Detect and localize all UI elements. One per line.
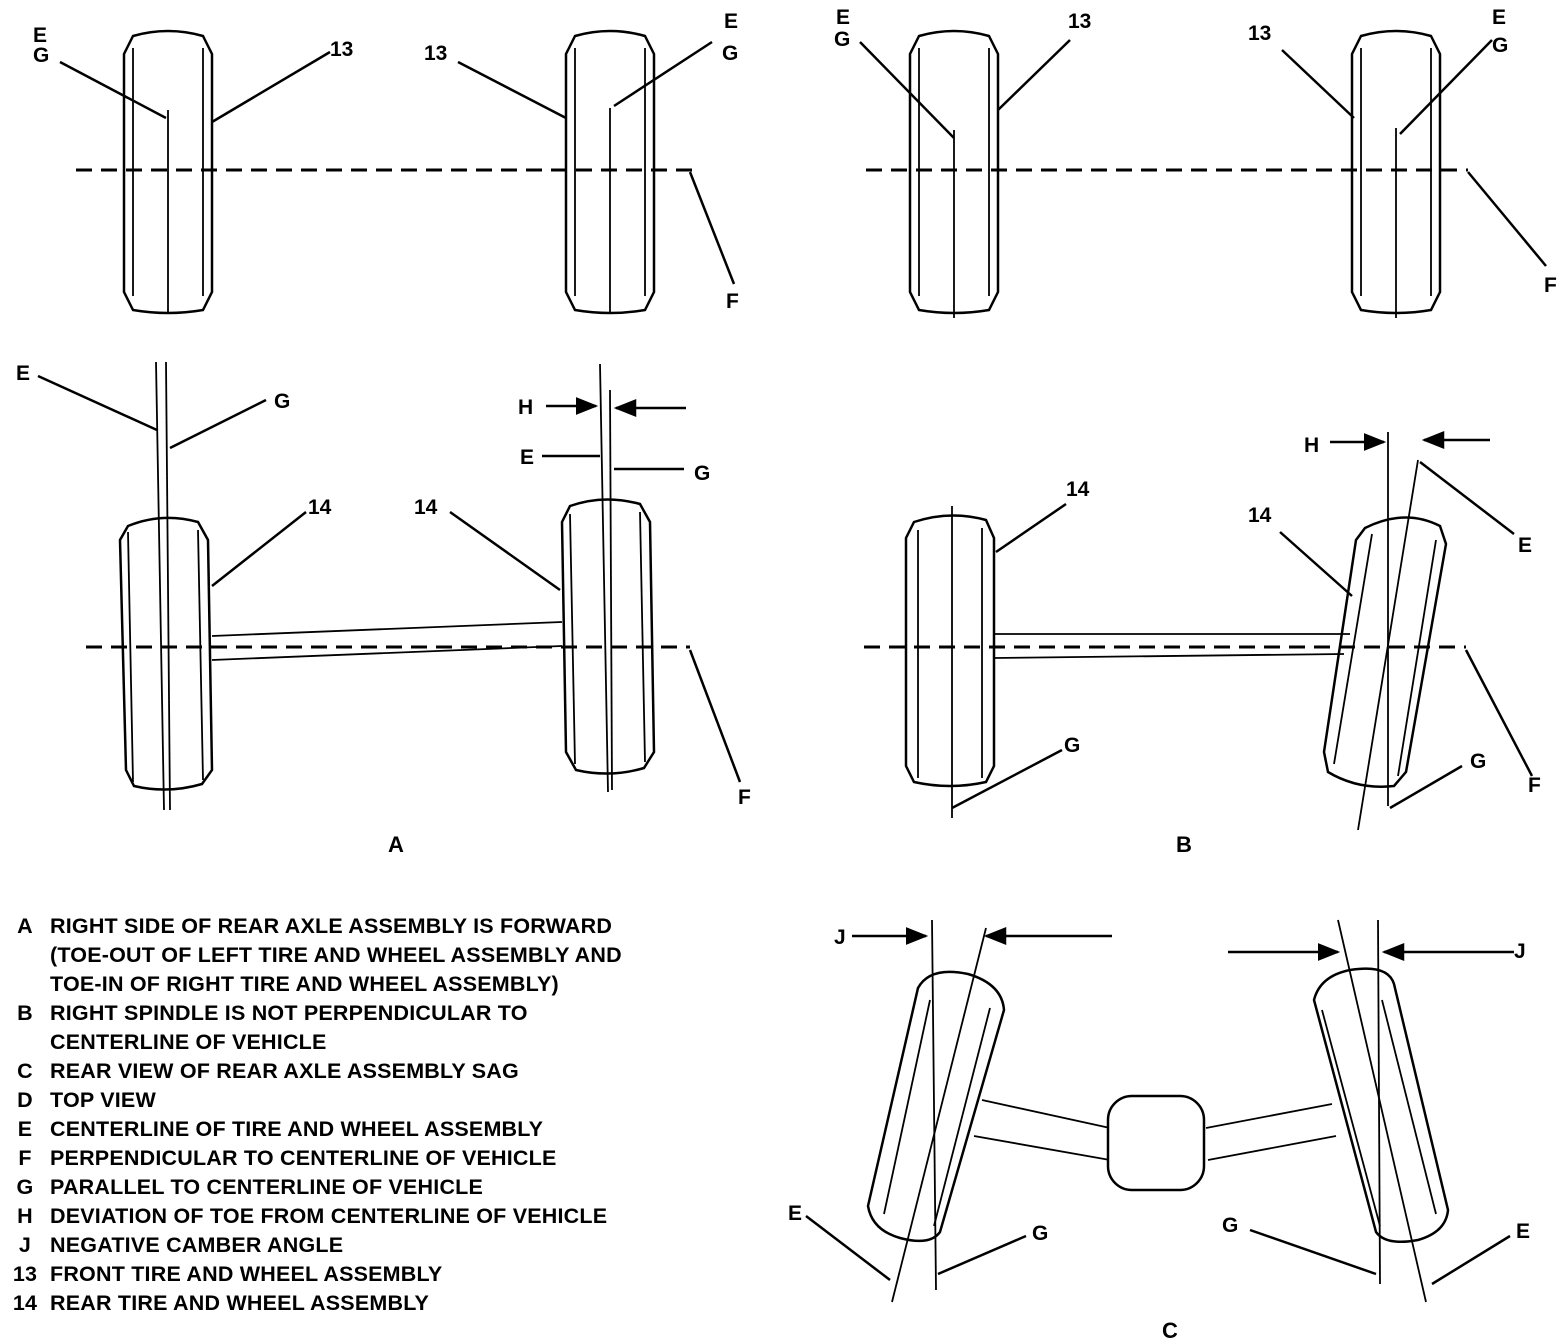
- legend-text: TOP VIEW: [50, 1088, 156, 1112]
- legend-key: D: [17, 1088, 33, 1112]
- legend-item: 14 REAR TIRE AND WHEEL ASSEMBLY: [0, 1289, 760, 1318]
- label-g: G: [1032, 1222, 1048, 1245]
- legend-item: D TOP VIEW: [0, 1086, 760, 1115]
- legend-text: FRONT TIRE AND WHEEL ASSEMBLY: [50, 1262, 443, 1286]
- legend-item: G PARALLEL TO CENTERLINE OF VEHICLE: [0, 1173, 760, 1202]
- legend-key: A: [17, 914, 33, 938]
- legend-item: F PERPENDICULAR TO CENTERLINE OF VEHICLE: [0, 1144, 760, 1173]
- legend-text: REAR VIEW OF REAR AXLE ASSEMBLY SAG: [50, 1059, 519, 1083]
- label-e: E: [1516, 1220, 1530, 1243]
- panel-a-front-axle: [59, 29, 736, 315]
- label-e: E: [1518, 534, 1532, 557]
- label-f: F: [1544, 274, 1557, 297]
- label-g: G: [33, 44, 49, 67]
- label-g: G: [834, 28, 850, 51]
- legend-key: C: [17, 1059, 33, 1083]
- legend-item: J NEGATIVE CAMBER ANGLE: [0, 1231, 760, 1260]
- label-14: 14: [1066, 478, 1090, 501]
- panel-b-front-axle: [859, 29, 1547, 318]
- label-g: G: [1222, 1214, 1238, 1237]
- differential-housing: [1106, 1094, 1206, 1192]
- legend-item: H DEVIATION OF TOE FROM CENTERLINE OF VEH…: [0, 1202, 760, 1231]
- legend-item: 13 FRONT TIRE AND WHEEL ASSEMBLY: [0, 1260, 760, 1289]
- label-13: 13: [424, 42, 447, 65]
- legend-key: J: [18, 1233, 32, 1257]
- caption-c: C: [1162, 1318, 1178, 1343]
- legend-item: E CENTERLINE OF TIRE AND WHEEL ASSEMBLY: [0, 1115, 760, 1144]
- legend: A RIGHT SIDE OF REAR AXLE ASSEMBLY IS FOR…: [0, 912, 760, 1318]
- legend-item: B RIGHT SPINDLE IS NOT PERPENDICULAR TO C…: [0, 999, 760, 1057]
- left-tire-camber: [866, 970, 1006, 1243]
- label-f: F: [726, 290, 739, 313]
- rear-right-tire-b: [1322, 516, 1448, 788]
- legend-text: CENTERLINE OF TIRE AND WHEEL ASSEMBLY: [50, 1117, 544, 1141]
- legend-item: A RIGHT SIDE OF REAR AXLE ASSEMBLY IS FOR…: [0, 912, 760, 999]
- label-13: 13: [1248, 22, 1271, 45]
- rear-left-tire: [118, 516, 214, 791]
- legend-key: H: [17, 1204, 33, 1228]
- legend-text: DEVIATION OF TOE FROM CENTERLINE OF VEHI…: [50, 1204, 608, 1228]
- label-e: E: [1492, 6, 1506, 29]
- label-j: J: [834, 926, 846, 949]
- caption-a: A: [388, 832, 404, 857]
- panel-b-rear-axle: [864, 431, 1534, 831]
- label-e: E: [788, 1202, 802, 1225]
- legend-key: G: [16, 1175, 34, 1199]
- label-h: H: [518, 396, 533, 419]
- legend-key: 13: [12, 1262, 38, 1286]
- label-13: 13: [330, 38, 353, 61]
- legend-item: C REAR VIEW OF REAR AXLE ASSEMBLY SAG: [0, 1057, 760, 1086]
- rear-right-tire: [560, 498, 656, 775]
- legend-text: NEGATIVE CAMBER ANGLE: [50, 1233, 344, 1257]
- label-e: E: [724, 10, 738, 33]
- legend-key: E: [17, 1117, 33, 1141]
- label-g: G: [722, 42, 738, 65]
- label-j: J: [1514, 940, 1526, 963]
- label-14: 14: [414, 496, 438, 519]
- label-h: H: [1304, 434, 1319, 457]
- label-14: 14: [1248, 504, 1272, 527]
- legend-text: RIGHT SIDE OF REAR AXLE ASSEMBLY IS FORW…: [50, 914, 622, 996]
- label-14: 14: [308, 496, 332, 519]
- legend-key: F: [18, 1146, 32, 1170]
- panel-c-rear-view: [805, 919, 1514, 1303]
- legend-text: REAR TIRE AND WHEEL ASSEMBLY: [50, 1291, 430, 1315]
- label-f: F: [1528, 774, 1541, 797]
- label-g: G: [1064, 734, 1080, 757]
- label-e: E: [16, 362, 30, 385]
- label-e: E: [33, 24, 47, 47]
- label-e: E: [836, 6, 850, 29]
- legend-text: RIGHT SPINDLE IS NOT PERPENDICULAR TO CE…: [50, 1001, 528, 1054]
- panel-a-rear-axle: [37, 361, 742, 811]
- legend-text: PERPENDICULAR TO CENTERLINE OF VEHICLE: [50, 1146, 557, 1170]
- label-g: G: [694, 462, 710, 485]
- label-e: E: [520, 446, 534, 469]
- label-g: G: [274, 390, 290, 413]
- legend-key: B: [17, 1001, 33, 1025]
- rear-left-tire-b: [904, 514, 996, 788]
- caption-b: B: [1176, 832, 1192, 857]
- label-13: 13: [1068, 10, 1091, 33]
- diagram-labels: E G 13 13 E G F E G H E G 14 14 F A E G …: [16, 6, 1557, 1343]
- legend-key: 14: [12, 1291, 38, 1315]
- legend-text: PARALLEL TO CENTERLINE OF VEHICLE: [50, 1175, 484, 1199]
- label-f: F: [738, 786, 751, 809]
- label-g: G: [1492, 34, 1508, 57]
- label-g: G: [1470, 750, 1486, 773]
